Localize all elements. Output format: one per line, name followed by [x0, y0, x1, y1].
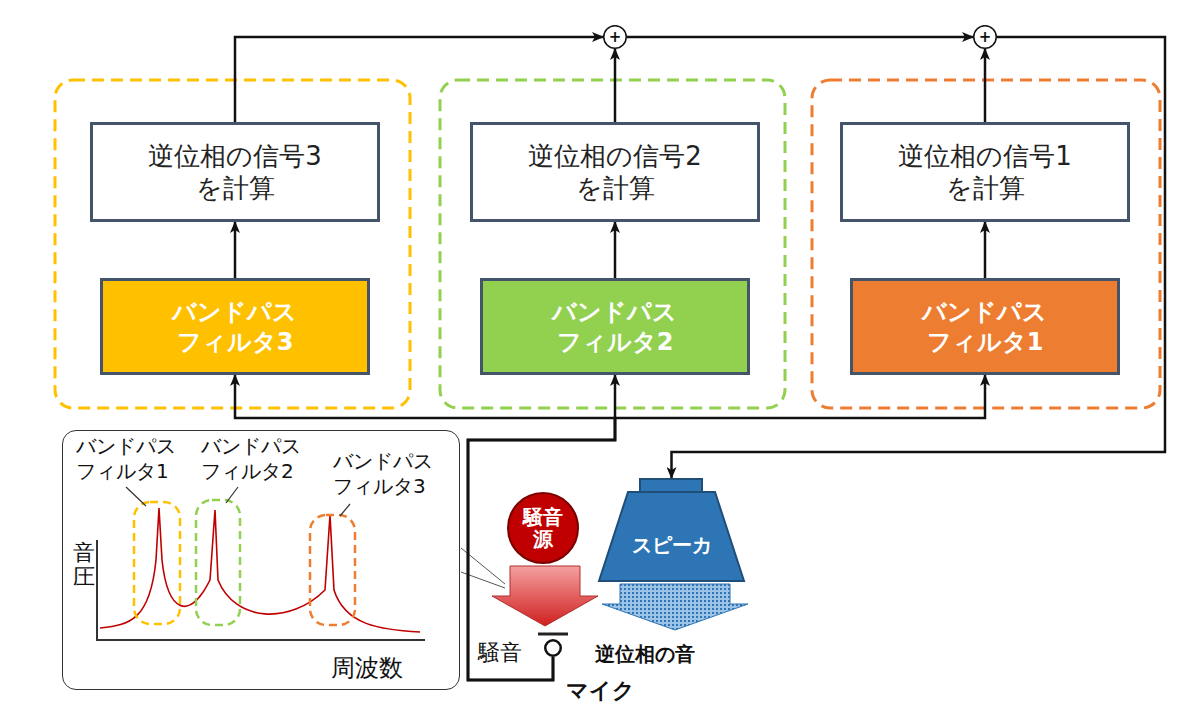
- microphone: マイク: [544, 639, 562, 657]
- circle-outline: [544, 639, 562, 657]
- group-frame: [55, 80, 410, 408]
- filter-box-text: バンドパス フィルタ3: [161, 297, 310, 357]
- filter-box: バンドパス フィルタ1: [850, 278, 1120, 375]
- leader-line: [226, 487, 238, 503]
- signal-connector: [614, 222, 617, 278]
- signal-connector: [984, 49, 987, 122]
- speaker-outline: [598, 478, 745, 582]
- filter-box: バンドパス フィルタ2: [480, 278, 750, 375]
- axis: [96, 639, 425, 641]
- noise-arrow: [492, 566, 598, 626]
- signal-connector: [614, 49, 617, 122]
- process-box: 逆位相の信号3 を計算: [90, 122, 380, 222]
- band-oval: [196, 500, 240, 625]
- process-box: 逆位相の信号1 を計算: [840, 122, 1130, 222]
- sum-junction-text: +: [609, 28, 622, 47]
- signal-connector: [468, 375, 615, 680]
- leader-line: [126, 487, 146, 506]
- signal-connector: [984, 222, 987, 278]
- band-oval: [134, 502, 180, 624]
- filter-box-text: バンドパス フィルタ2: [541, 297, 690, 357]
- signal-connector: [627, 36, 973, 39]
- signal-connector: [235, 375, 615, 680]
- noise-source: 騒音 源: [507, 492, 579, 564]
- signal-connector: [468, 375, 985, 680]
- spectrum-inset-text: バンドパス フィルタ1: [76, 434, 200, 484]
- group-frame: [812, 80, 1160, 408]
- sum-junction: +: [603, 25, 627, 49]
- sum-junction: +: [973, 25, 997, 49]
- signal-connector: [235, 37, 603, 122]
- spectrum-inset-text: 周波数: [331, 653, 403, 683]
- process-box-text: 逆位相の信号2 を計算: [516, 140, 714, 205]
- sum-junction-text: +: [979, 28, 992, 47]
- process-box-text: 逆位相の信号3 を計算: [136, 140, 334, 205]
- antiphase-label: 逆位相の音: [595, 641, 695, 668]
- leader-line: [340, 504, 350, 516]
- antiphase-arrow: [602, 584, 748, 630]
- process-box: 逆位相の信号2 を計算: [470, 122, 760, 222]
- spectrum-inset-text: バンドパス フィルタ3: [333, 449, 457, 499]
- filter-box-text: バンドパス フィルタ1: [911, 297, 1060, 357]
- speaker: スピーカ: [598, 478, 745, 582]
- speaker-text: スピーカ: [632, 503, 712, 558]
- spectrum-inset-text: 音圧: [73, 541, 95, 589]
- microphone-text: マイク: [566, 677, 635, 705]
- signal-connector: [234, 222, 237, 278]
- noise-label: 騒音: [478, 638, 522, 668]
- group-frame: [440, 80, 785, 408]
- signal-connector: [672, 37, 1166, 478]
- process-box-text: 逆位相の信号1 を計算: [886, 140, 1084, 205]
- axis: [96, 540, 98, 641]
- spectrum-inset: バンドパス フィルタ1バンドパス フィルタ2バンドパス フィルタ3 音圧周波数: [62, 430, 460, 690]
- mic-diaphragm: [538, 633, 568, 636]
- spectrum-inset-text: バンドパス フィルタ2: [201, 434, 325, 484]
- spectrum-curve: [100, 508, 420, 632]
- filter-box: バンドパス フィルタ3: [100, 278, 370, 375]
- band-oval: [310, 515, 355, 625]
- noise-source-text: 騒音 源: [519, 506, 567, 550]
